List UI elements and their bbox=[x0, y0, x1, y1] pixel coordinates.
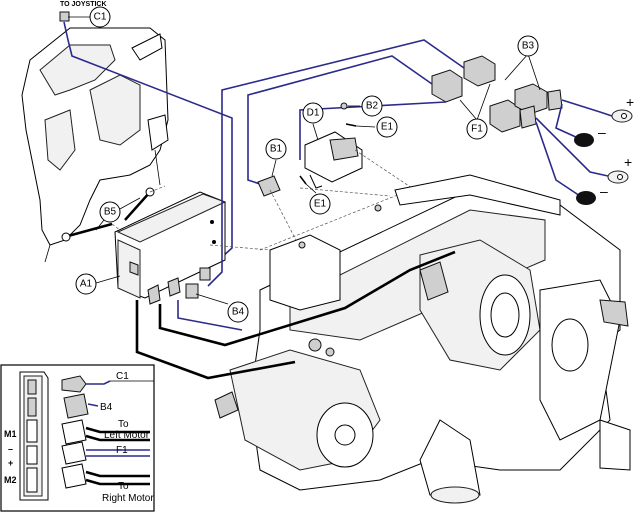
controller-a1 bbox=[114, 191, 227, 305]
callout-b5: B5 bbox=[104, 207, 117, 218]
inset-right-motor-label: Right Motor bbox=[102, 493, 154, 504]
callout-d1: D1 bbox=[307, 108, 320, 119]
joystick-connector bbox=[59, 11, 70, 22]
inset-left-motor-label: Left Motor bbox=[104, 430, 150, 441]
callout-e1-top: E1 bbox=[381, 122, 394, 133]
callout-f1: F1 bbox=[471, 124, 483, 135]
base-frame bbox=[214, 174, 631, 504]
inset-right-motor-to: To bbox=[118, 481, 129, 492]
terminal-plus-top: + bbox=[626, 94, 634, 110]
to-joystick-label: TO JOYSTICK bbox=[60, 1, 107, 8]
callout-b2: B2 bbox=[366, 101, 379, 112]
terminal-minus-top: – bbox=[598, 124, 606, 140]
plug-b1 bbox=[257, 159, 281, 197]
callout-e1-bottom: E1 bbox=[314, 199, 327, 210]
inset-m2-label: M2 bbox=[4, 475, 17, 485]
inset-connector-diagram: C1 B4 To Left Motor F1 To Right Motor M1… bbox=[0, 364, 155, 512]
inset-f1-label: F1 bbox=[116, 445, 128, 456]
controller-plug bbox=[199, 267, 211, 281]
inset-left-motor-to: To bbox=[118, 419, 129, 430]
f1-connector-left bbox=[431, 69, 463, 103]
inset-m1-label: M1 bbox=[4, 429, 17, 439]
callout-b1: B1 bbox=[270, 144, 283, 155]
left-motor-connector bbox=[214, 391, 239, 419]
joystick-cable: TO JOYSTICK bbox=[59, 1, 233, 267]
inset-c1-label: C1 bbox=[116, 371, 129, 382]
battery-harness: + – + – bbox=[207, 39, 634, 287]
bracket-d1 bbox=[299, 102, 363, 189]
b3-connector-upper bbox=[514, 83, 548, 115]
inset-b4-label: B4 bbox=[100, 402, 113, 413]
terminal-plus-bottom: + bbox=[624, 154, 632, 170]
b5-screws bbox=[61, 185, 166, 242]
b4-connector bbox=[185, 283, 199, 299]
f1-connector-right bbox=[463, 55, 496, 87]
inset-plus-label: + bbox=[8, 458, 13, 468]
callout-c1: C1 bbox=[94, 12, 107, 23]
terminal-minus-bottom: – bbox=[600, 183, 608, 199]
callout-a1: A1 bbox=[80, 279, 93, 290]
b3-connector-lower bbox=[489, 99, 521, 133]
b2-screw bbox=[340, 102, 348, 110]
rear-shroud bbox=[21, 27, 169, 263]
motor-cables bbox=[135, 250, 456, 380]
callout-b4: B4 bbox=[232, 307, 245, 318]
callout-b3: B3 bbox=[522, 41, 535, 52]
inset-minus-label: – bbox=[8, 444, 13, 454]
callouts: C1 B3 B2 D1 E1 B1 E1 F1 B5 A1 B4 bbox=[68, 6, 541, 323]
